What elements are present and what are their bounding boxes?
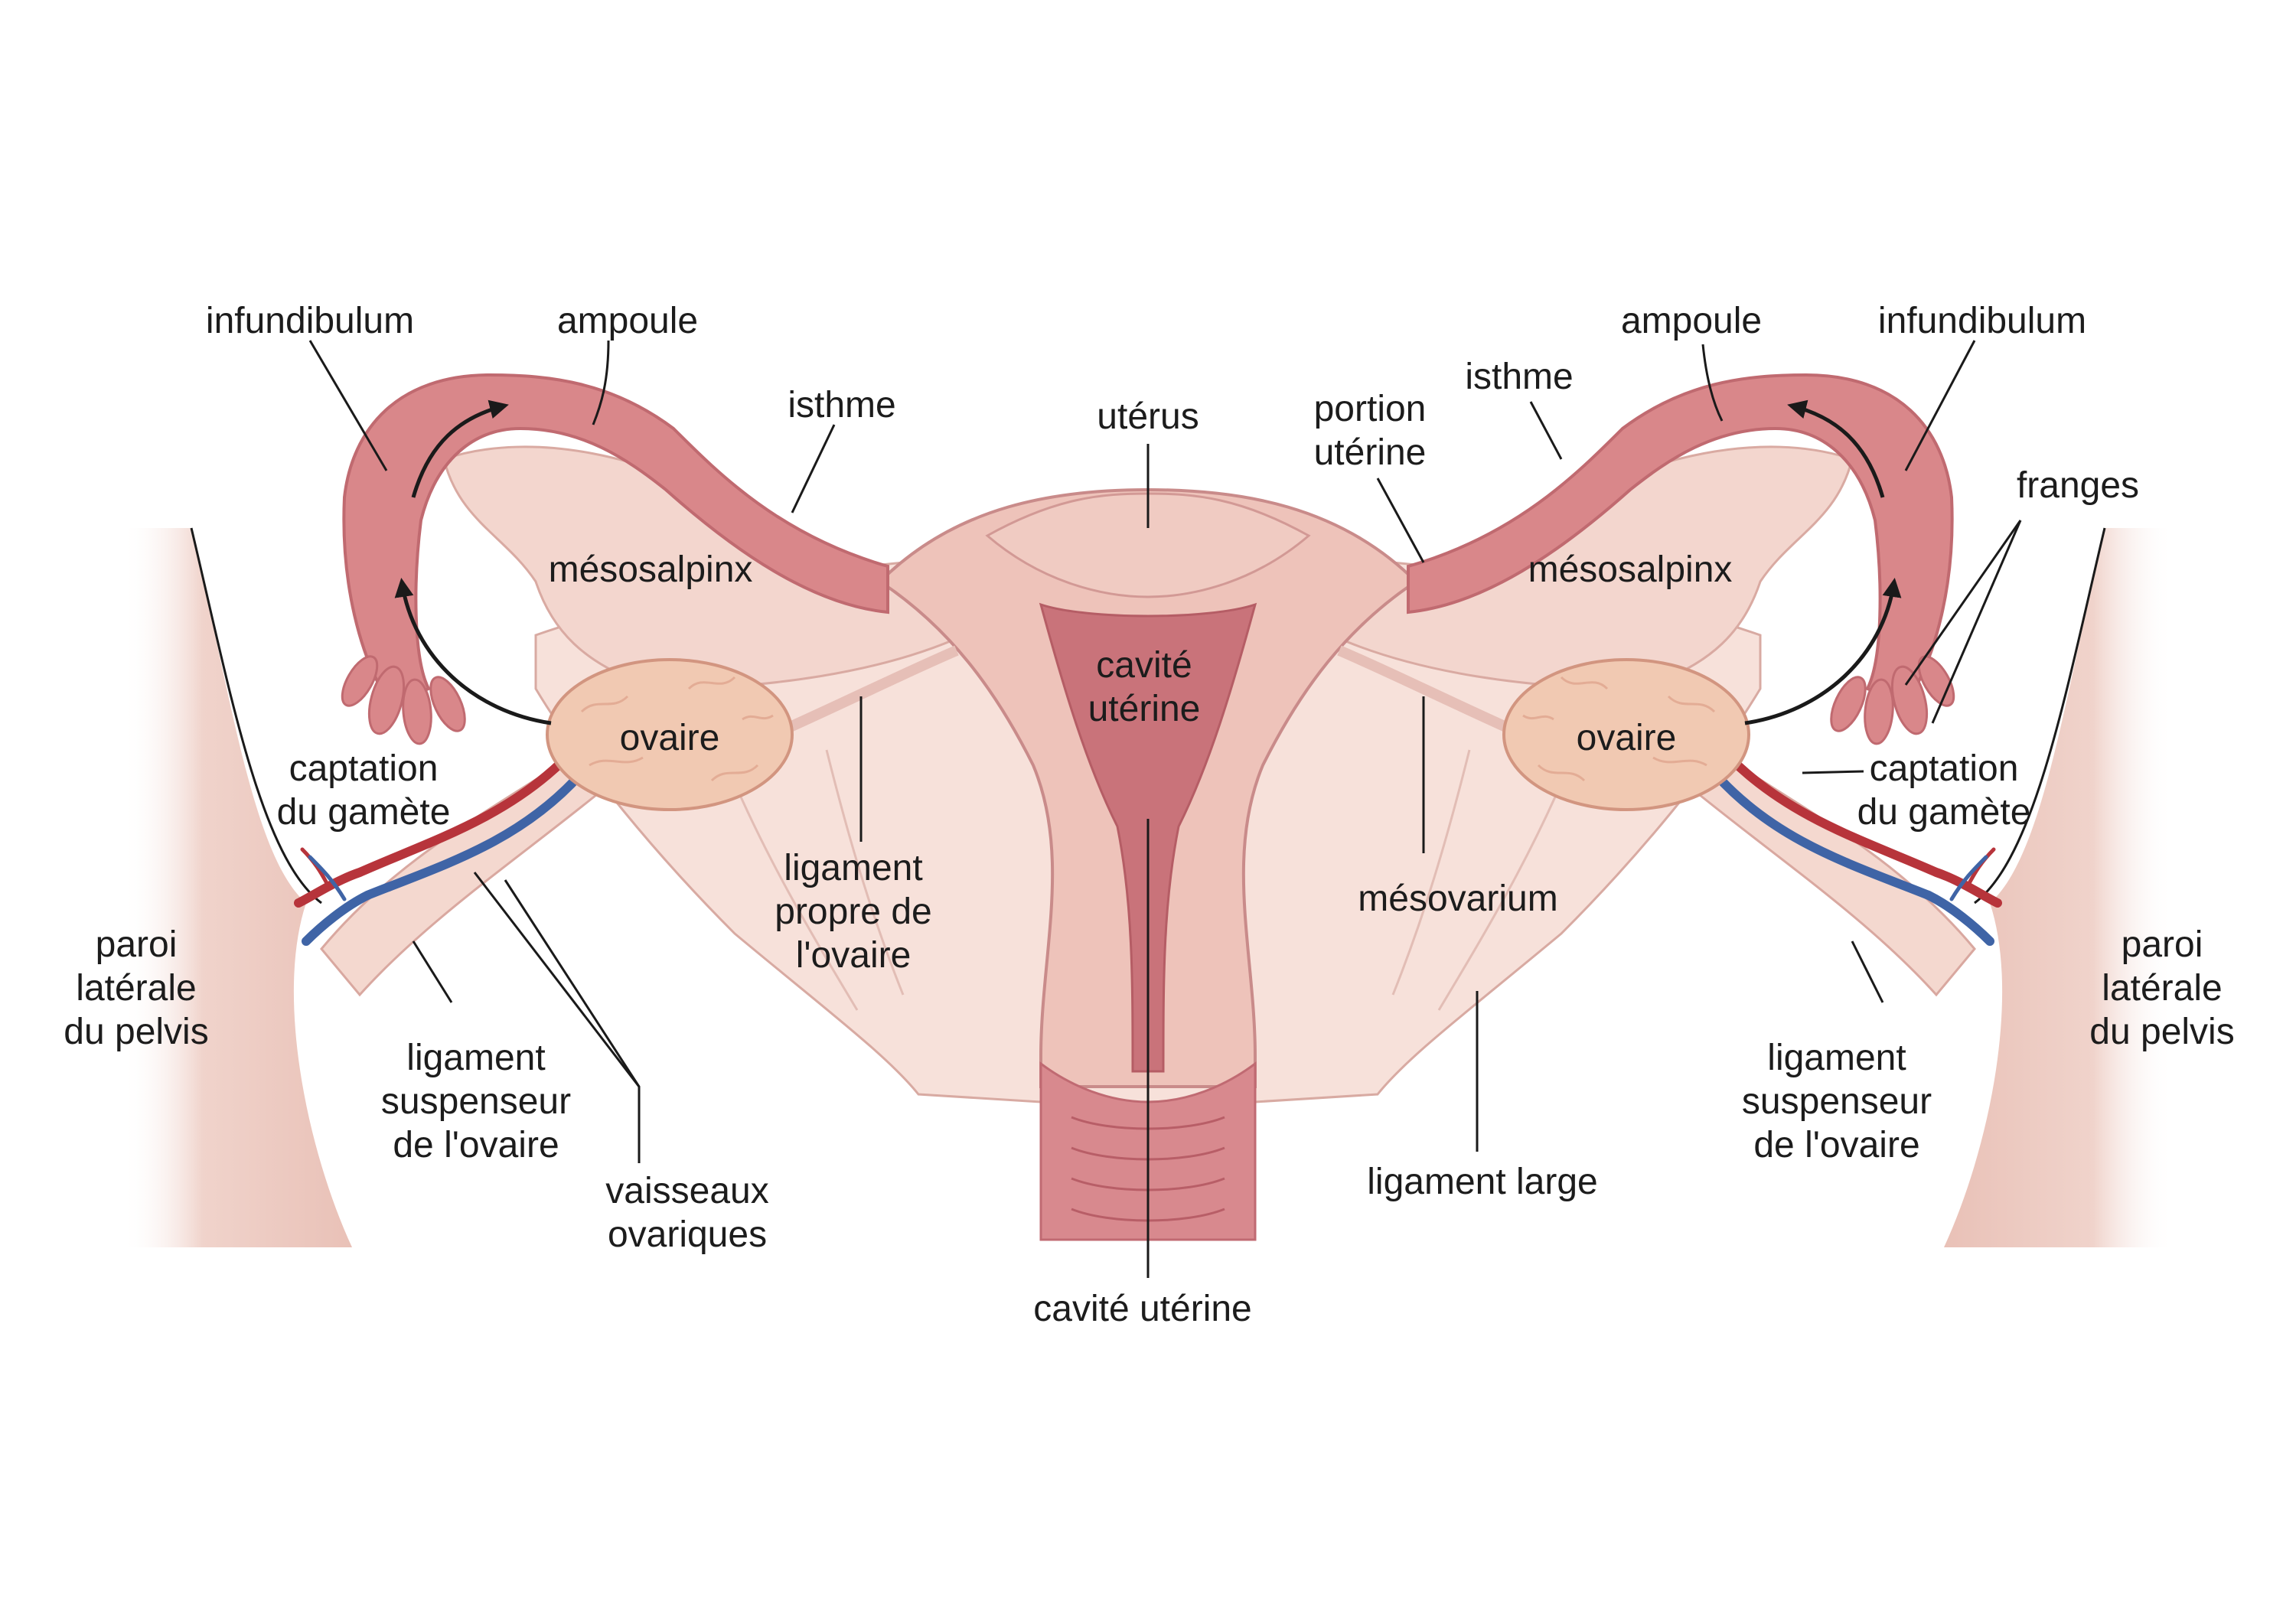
label-mesosalpinx-left: mésosalpinx — [549, 549, 753, 590]
ovarian-vessels-left — [294, 753, 586, 946]
uterine-fundus-bulge — [985, 492, 1311, 598]
label-infundibulum-left: infundibulum — [206, 301, 414, 341]
label-ampoule-left: ampoule — [557, 301, 698, 341]
fimbriae-right — [1830, 655, 1955, 745]
label-paroi-right-line2: latérale — [2102, 968, 2222, 1009]
label-uterus: utérus — [1097, 396, 1199, 437]
arrow-tube-right — [1787, 399, 1885, 498]
label-mesovarium: mésovarium — [1358, 878, 1557, 919]
gamete-pickup-arrows — [394, 399, 1902, 725]
label-ovaire-left: ovaire — [620, 718, 720, 758]
label-franges: franges — [2017, 465, 2139, 506]
labels: infundibulum ampoule isthme utérus porti… — [64, 301, 2234, 1329]
ovarian-ligament-left — [771, 645, 959, 740]
pelvic-wall-left — [122, 527, 352, 1247]
label-ligament-suspenseur-right-line1: ligament — [1767, 1038, 1906, 1078]
ovarian-ligament-right — [1337, 645, 1525, 740]
label-portion-uterine-line1: portion — [1314, 389, 1427, 429]
label-vaisseaux-ovariques-line1: vaisseaux — [605, 1171, 768, 1211]
label-ampoule-right: ampoule — [1621, 301, 1762, 341]
arrow-pickup-left — [394, 578, 552, 725]
label-infundibulum-right: infundibulum — [1878, 301, 2086, 341]
label-captation-right-line2: du gamète — [1857, 792, 2031, 833]
label-isthme-left: isthme — [788, 385, 895, 425]
label-ligament-propre-line1: ligament — [784, 848, 922, 888]
label-isthme-right: isthme — [1465, 357, 1573, 397]
leader-lines — [308, 340, 2022, 1278]
label-paroi-right-line1: paroi — [2122, 924, 2203, 965]
label-paroi-left-line3: du pelvis — [64, 1012, 208, 1052]
label-vaisseaux-ovariques-line2: ovariques — [608, 1214, 767, 1255]
ovarian-vessels-right — [1710, 753, 2002, 946]
label-ovaire-right: ovaire — [1577, 718, 1677, 758]
label-ligament-suspenseur-left-line2: suspenseur — [381, 1081, 571, 1122]
label-ligament-suspenseur-right-line2: suspenseur — [1742, 1081, 1932, 1122]
ovary-left — [546, 658, 794, 811]
pelvic-wall-right — [1944, 527, 2174, 1247]
label-ligament-suspenseur-right-line3: de l'ovaire — [1753, 1125, 1919, 1165]
label-paroi-right-line3: du pelvis — [2089, 1012, 2234, 1052]
label-paroi-left-line2: latérale — [76, 968, 196, 1009]
label-ligament-suspenseur-left-line1: ligament — [406, 1038, 545, 1078]
label-ligament-large: ligament large — [1367, 1162, 1598, 1202]
label-captation-left-line1: captation — [289, 748, 439, 789]
label-cavite-uterine-top-line1: cavité — [1096, 645, 1192, 686]
fimbriae-left — [341, 655, 466, 745]
label-ligament-suspenseur-left-line3: de l'ovaire — [393, 1125, 559, 1165]
broad-ligament-folds — [726, 749, 1570, 1011]
arrow-pickup-right — [1744, 578, 1902, 725]
label-cavite-uterine-top-line2: utérine — [1088, 689, 1201, 729]
label-portion-uterine-line2: utérine — [1314, 432, 1427, 473]
label-ligament-propre-line3: l'ovaire — [796, 935, 912, 976]
label-cavite-uterine-bottom: cavité utérine — [1033, 1289, 1252, 1329]
label-mesosalpinx-right: mésosalpinx — [1528, 549, 1733, 590]
arrow-tube-left — [411, 399, 509, 498]
label-ligament-propre-line2: propre de — [775, 892, 931, 932]
label-captation-right-line1: captation — [1870, 748, 2019, 789]
ovary-right — [1502, 658, 1750, 811]
label-paroi-left-line1: paroi — [96, 924, 178, 965]
label-captation-left-line2: du gamète — [277, 792, 451, 833]
